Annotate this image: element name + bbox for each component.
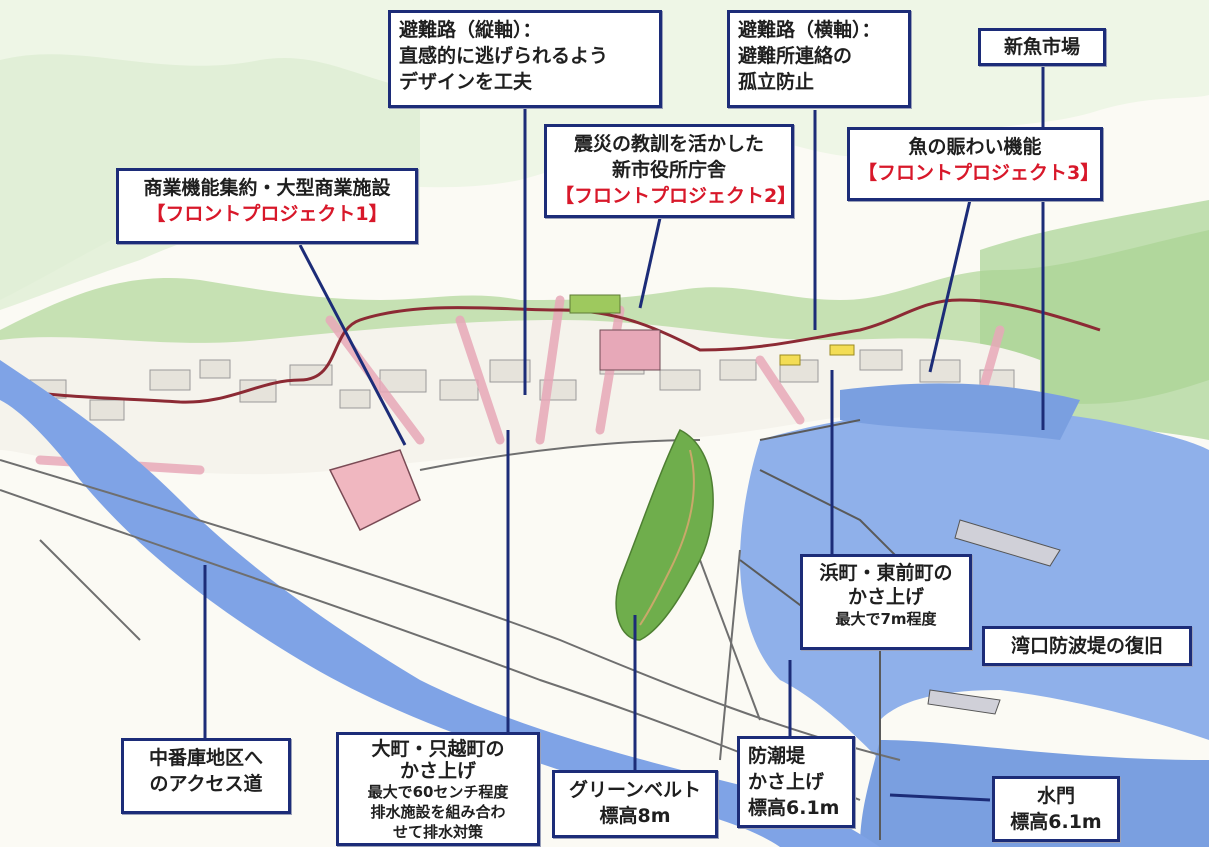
label-line: 防潮堤 (748, 745, 806, 767)
inner-harbor (840, 383, 1080, 440)
project-label: 【フロントプロジェクト2】 (555, 185, 797, 207)
green-belt-path (639, 449, 695, 626)
callout-evac-vertical: 避難路（縦軸）： 直感的に逃げられるよう デザインを工夫 (388, 10, 662, 108)
callout-evac-horizontal: 避難路（横軸）： 避難所連絡の 孤立防止 (727, 10, 911, 108)
callout-omachi: 大町・只越町の かさ上げ 最大で60センチ程度 排水施設を組み合わ せて排水対策 (336, 732, 540, 846)
callout-commercial: 商業機能集約・大型商業施設 【フロントプロジェクト1】 (116, 168, 418, 244)
ships (927, 519, 1061, 715)
label-line: 浜町・東前町の (819, 562, 953, 584)
label-line: 震災の教訓を活かした (573, 133, 764, 155)
label-line: 水門 (1036, 785, 1075, 807)
callout-seawall: 防潮堤 かさ上げ 標高6.1m (737, 736, 855, 828)
label-line: 標高6.1m (748, 797, 840, 819)
label-line: 大町・只越町の (371, 738, 505, 760)
label-line: かさ上げ (399, 760, 476, 782)
label-line: 中番庫地区へ (148, 747, 263, 769)
callout-breakwater: 湾口防波堤の復旧 (982, 626, 1192, 666)
leader-lines (203, 65, 1045, 802)
label-line: せて排水対策 (392, 823, 483, 841)
callout-city-hall: 震災の教訓を活かした 新市役所庁舎 【フロントプロジェクト2】 (544, 124, 797, 218)
label-line: 標高8m (599, 805, 671, 827)
callout-floodgate: 水門 標高6.1m (992, 776, 1120, 842)
project-label: 【フロントプロジェクト3】 (858, 162, 1100, 184)
label-line: 標高6.1m (1010, 811, 1102, 833)
label-line: 最大で60センチ程度 (367, 783, 509, 801)
callout-fish-bustle: 魚の賑わい機能 【フロントプロジェクト3】 (847, 127, 1103, 201)
commercial-facility-building (328, 449, 421, 532)
callout-access-road: 中番庫地区へ のアクセス道 (121, 738, 291, 814)
yellow-buildings (779, 344, 855, 366)
label-line: 商業機能集約・大型商業施設 (143, 177, 391, 199)
callout-fish-market: 新魚市場 (978, 28, 1106, 66)
green-roof-buildings (569, 294, 621, 314)
evacuation-route-line (0, 298, 1101, 404)
label-line: 最大で7m程度 (835, 610, 937, 628)
label-line: かさ上げ (847, 586, 924, 608)
callout-greenbelt: グリーンベルト 標高8m (552, 770, 718, 838)
label-line: 新市役所庁舎 (611, 159, 726, 181)
harbor-water (740, 409, 1209, 760)
green-belt (615, 428, 714, 641)
label-line: 魚の賑わい機能 (908, 136, 1042, 158)
label-line: 新魚市場 (1003, 36, 1080, 58)
label-line: 避難路（縦軸）： (399, 19, 542, 41)
label-line: 避難所連絡の (738, 45, 853, 67)
label-line: 孤立防止 (738, 71, 815, 93)
project-label: 【フロントプロジェクト1】 (146, 203, 388, 225)
label-line: のアクセス道 (149, 773, 263, 795)
label-line: 避難路（横軸）： (738, 19, 881, 41)
label-line: デザインを工夫 (399, 71, 533, 93)
new-city-hall-building (599, 329, 661, 371)
label-line: 湾口防波堤の復旧 (1010, 635, 1163, 657)
callout-hamamachi: 浜町・東前町の かさ上げ 最大で7m程度 (800, 554, 972, 650)
label-line: 排水施設を組み合わ (370, 803, 506, 821)
label-line: かさ上げ (748, 771, 825, 793)
label-line: グリーンベルト (568, 779, 702, 801)
label-line: 直感的に逃げられるよう (399, 45, 609, 67)
